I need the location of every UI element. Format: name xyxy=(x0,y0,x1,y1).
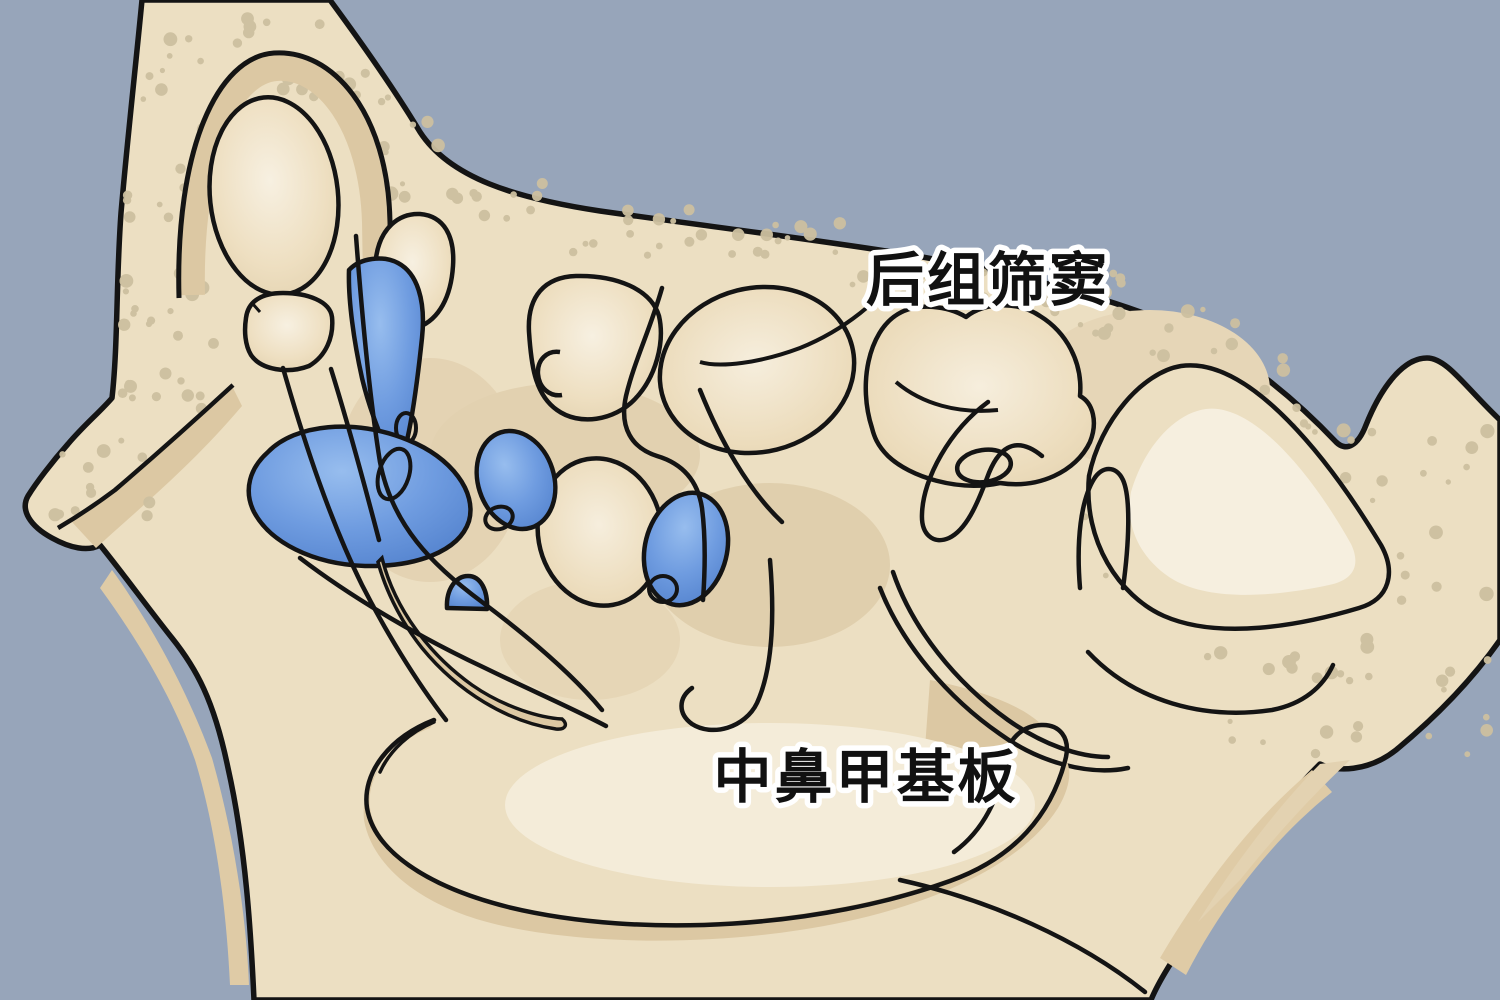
u-hook xyxy=(679,557,775,733)
posterior-cluster-inner-line xyxy=(894,380,999,413)
swoosh-line-2 xyxy=(877,585,1131,773)
arch-band xyxy=(178,54,390,341)
label-posterior-ethmoid: 后组筛窦 xyxy=(866,248,1110,313)
frontal-recess-arch xyxy=(56,50,395,530)
arch-outline xyxy=(176,50,395,353)
lamella-channel-band xyxy=(376,554,568,731)
neck-line xyxy=(697,387,785,525)
lamella-line-c xyxy=(297,555,609,729)
annotations: 后组筛窦 中鼻甲基板 xyxy=(708,243,1113,816)
basal-lamella-smile xyxy=(363,717,1148,995)
fluid-cell-oval-left-loop xyxy=(483,504,515,532)
smile-main-line xyxy=(364,717,1070,928)
middle-cell-loop xyxy=(535,349,563,398)
sphenoid-sinus-lumen xyxy=(1129,408,1356,595)
under-sphenoid-arc xyxy=(1085,649,1336,715)
large-egg-inner-line xyxy=(699,266,907,367)
lamella-cross-line xyxy=(353,233,605,713)
ethmoid-cells xyxy=(207,95,1391,631)
swoosh-line-1 xyxy=(890,569,1111,760)
finger-up-curve xyxy=(1076,466,1131,591)
fluid-cell-large xyxy=(246,424,473,569)
horn-crease-line xyxy=(56,383,235,530)
posterior-ethmoid-cluster xyxy=(863,303,1097,488)
partition-curves xyxy=(280,233,1336,773)
lamella-line-a xyxy=(280,365,449,723)
small-cell-1 xyxy=(242,290,335,373)
fluid-cell-oval-right-loop xyxy=(647,574,679,604)
small-cell-1-tick xyxy=(250,302,262,313)
s-curve xyxy=(621,285,707,603)
finger-down-curve xyxy=(919,399,1045,543)
label-basal-lamella: 中鼻甲基板 xyxy=(713,745,1018,810)
smile-curl-inner xyxy=(378,720,436,774)
smile-lower-arc xyxy=(897,877,1148,995)
fluid-cell-oval-left xyxy=(474,428,558,532)
lamella-line-b xyxy=(328,366,382,543)
